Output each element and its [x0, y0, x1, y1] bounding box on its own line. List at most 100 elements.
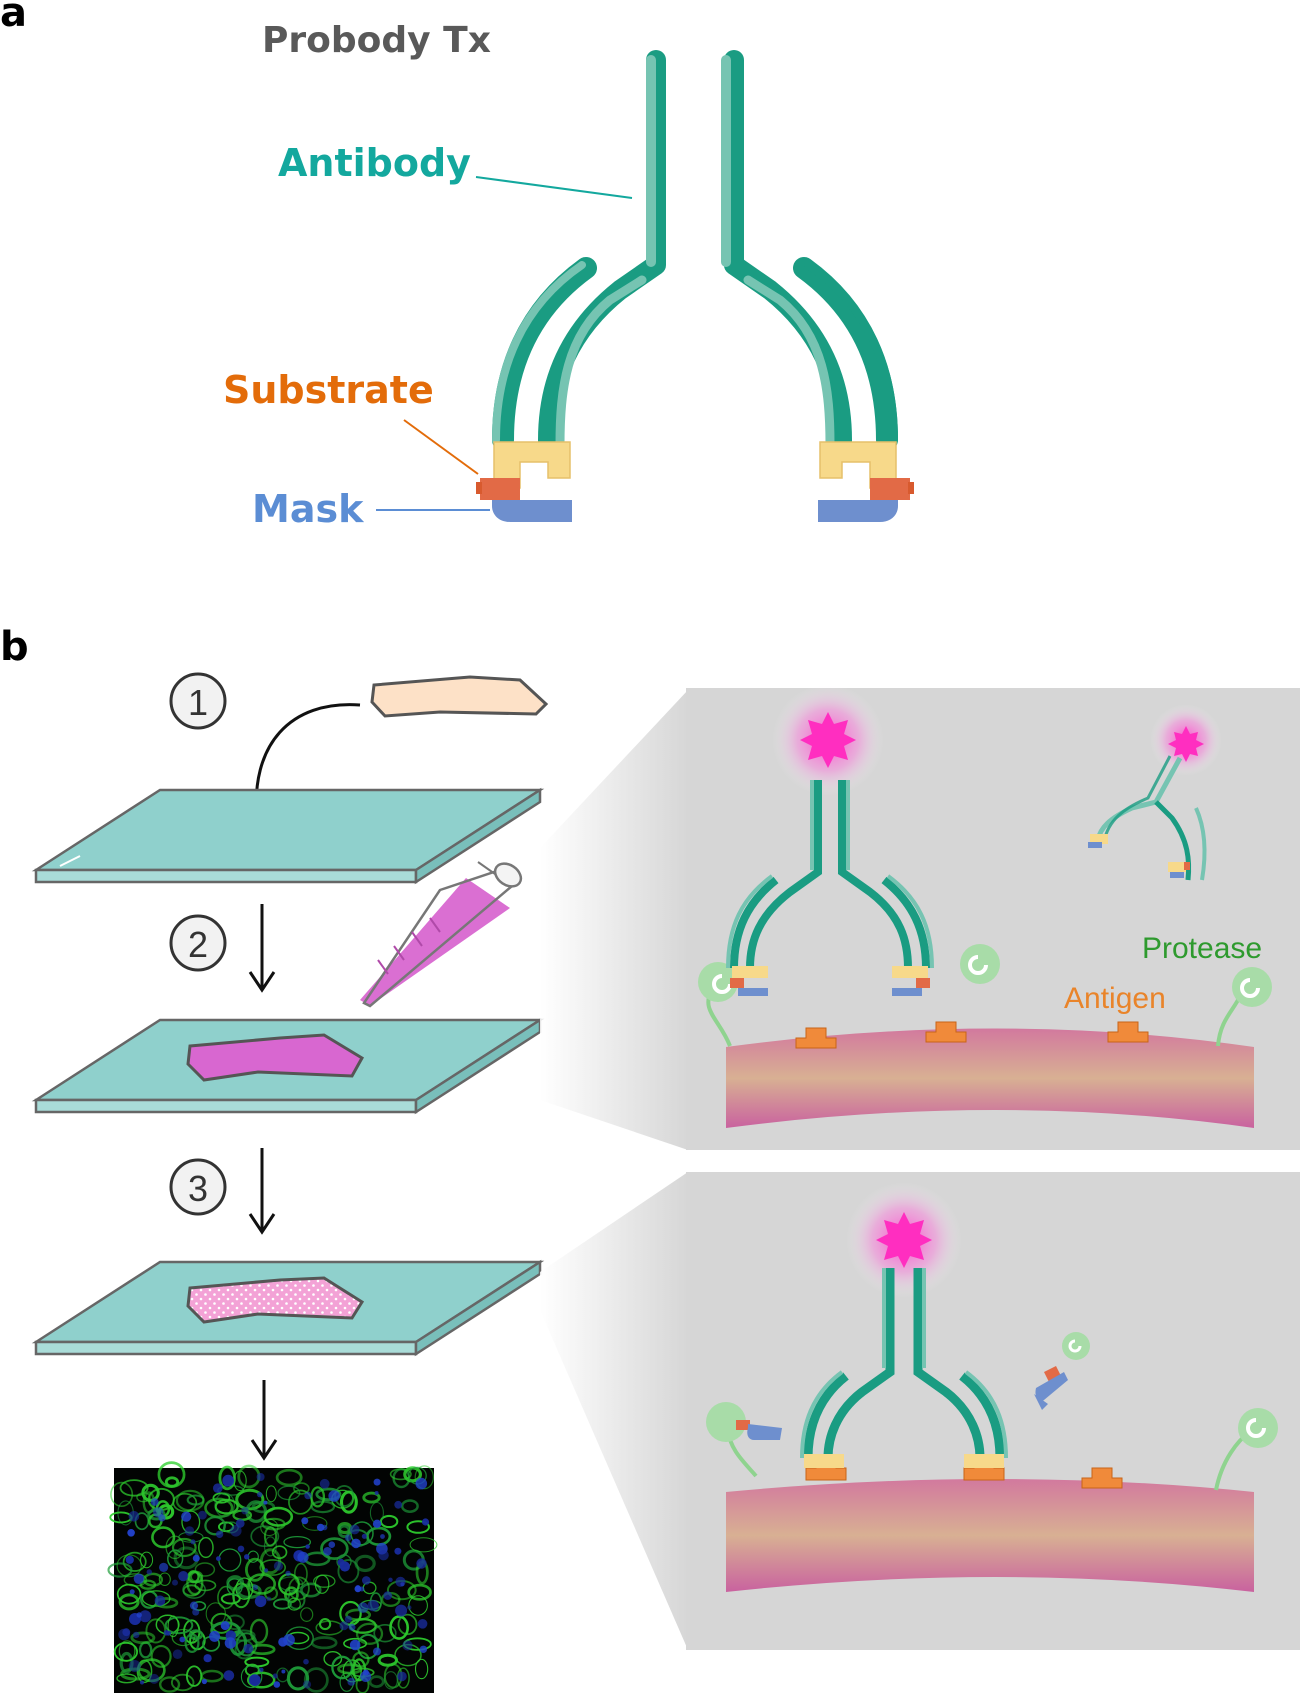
masked-probody-labeled — [726, 684, 934, 996]
cell-nucleus — [394, 1547, 402, 1555]
cell-nucleus — [266, 1596, 272, 1602]
cell-membrane — [157, 1461, 186, 1488]
cell-nucleus — [198, 1510, 207, 1520]
cell-membrane — [265, 1485, 277, 1503]
cell-nucleus — [264, 1568, 269, 1573]
cell-membrane — [407, 1583, 432, 1601]
slide-3 — [31, 1259, 545, 1357]
cell-membrane — [400, 1499, 419, 1513]
antigen-icon — [795, 1021, 1149, 1049]
cell-nucleus — [133, 1631, 140, 1639]
cell-nucleus — [216, 1556, 221, 1561]
cell-nucleus — [153, 1507, 164, 1518]
cell-membrane — [116, 1554, 142, 1578]
cell-membrane — [389, 1468, 412, 1481]
cell-membrane — [331, 1655, 354, 1680]
cell-membrane — [167, 1549, 184, 1569]
cell-membrane — [137, 1658, 166, 1683]
step-2-number: 2 — [188, 924, 208, 965]
cell-nucleus — [383, 1591, 393, 1600]
cell-nucleus — [281, 1669, 286, 1674]
cell-membrane — [187, 1570, 200, 1584]
cell-membrane — [116, 1673, 137, 1684]
cell-nucleus — [328, 1490, 341, 1502]
cell-membrane — [226, 1578, 243, 1596]
cell-nucleus — [388, 1577, 393, 1583]
cell-membrane — [194, 1562, 216, 1577]
cell-nucleus — [241, 1507, 249, 1515]
cell-nucleus — [285, 1570, 291, 1577]
cell-nucleus — [372, 1519, 382, 1529]
cell-membrane — [320, 1537, 349, 1560]
cell-membrane — [130, 1631, 156, 1645]
cell-nucleus — [184, 1526, 195, 1536]
cell-nucleus — [397, 1671, 407, 1682]
cell-membrane — [244, 1557, 265, 1582]
cell-membrane — [315, 1487, 342, 1502]
cell-membrane — [272, 1598, 292, 1610]
cell-nucleus — [150, 1498, 159, 1506]
cell-nucleus — [252, 1584, 258, 1591]
cell-nucleus — [394, 1500, 403, 1509]
cell-membrane — [150, 1644, 172, 1668]
cell-nucleus — [400, 1582, 405, 1587]
imaged-tissue-section — [186, 1276, 365, 1324]
cell-membrane — [337, 1524, 351, 1539]
cell-nucleus — [159, 1562, 169, 1572]
cell-nucleus — [125, 1555, 134, 1564]
cell-membrane — [194, 1579, 217, 1592]
cell-membrane — [275, 1468, 303, 1487]
cell-membrane — [119, 1479, 149, 1497]
cell-membrane — [218, 1465, 236, 1491]
cell-membrane — [158, 1572, 171, 1586]
panel-b-letter: b — [0, 624, 29, 670]
cell-membrane — [164, 1616, 194, 1635]
cell-nucleus — [349, 1639, 361, 1651]
cell-nucleus — [154, 1595, 166, 1607]
cell-nucleus — [328, 1541, 336, 1548]
cell-nucleus — [362, 1576, 371, 1585]
cell-nucleus — [339, 1621, 349, 1631]
cell-nucleus — [220, 1621, 230, 1631]
cell-membrane — [251, 1500, 276, 1514]
cell-membrane — [352, 1651, 370, 1668]
down-arrow-icon — [248, 1148, 276, 1235]
cell-nucleus — [273, 1561, 283, 1571]
down-arrow-icon — [248, 904, 276, 993]
cell-nucleus — [128, 1660, 141, 1672]
cell-nucleus — [263, 1500, 268, 1505]
cell-nucleus — [223, 1670, 235, 1681]
cell-nucleus — [146, 1569, 152, 1575]
free-masked-probody — [1088, 704, 1222, 881]
step-1-number: 1 — [188, 682, 208, 723]
cell-nucleus — [203, 1654, 212, 1663]
cell-membrane — [151, 1526, 176, 1549]
cell-membrane — [122, 1551, 147, 1572]
released-mask-fragments — [736, 1366, 1068, 1440]
cell-membrane — [240, 1665, 263, 1689]
cell-nucleus — [139, 1610, 152, 1623]
cell-nucleus — [122, 1628, 131, 1637]
cell-nucleus — [361, 1533, 367, 1539]
cell-membrane — [373, 1623, 397, 1643]
cell-nucleus — [395, 1604, 408, 1617]
protease-icon — [698, 944, 1272, 1047]
cell-membrane — [118, 1593, 140, 1611]
cell-nucleus — [248, 1674, 261, 1686]
cell-membrane — [263, 1506, 294, 1527]
cell-nucleus — [192, 1608, 200, 1616]
fluorescence-micrograph — [107, 1461, 438, 1693]
slide-1 — [31, 787, 545, 885]
activated-antibody-bound — [800, 1182, 1008, 1468]
cell-membrane — [286, 1666, 310, 1691]
slide-2 — [31, 1017, 545, 1115]
cell-nucleus — [128, 1511, 140, 1522]
cell-membrane — [406, 1520, 431, 1534]
substrate-leader-line — [403, 419, 479, 475]
substrate-label: Substrate — [223, 368, 434, 412]
cell-membrane — [159, 1676, 181, 1693]
cell-nucleus — [373, 1647, 381, 1656]
cell-membrane — [293, 1562, 308, 1585]
step-2-badge: 2 — [169, 914, 227, 972]
